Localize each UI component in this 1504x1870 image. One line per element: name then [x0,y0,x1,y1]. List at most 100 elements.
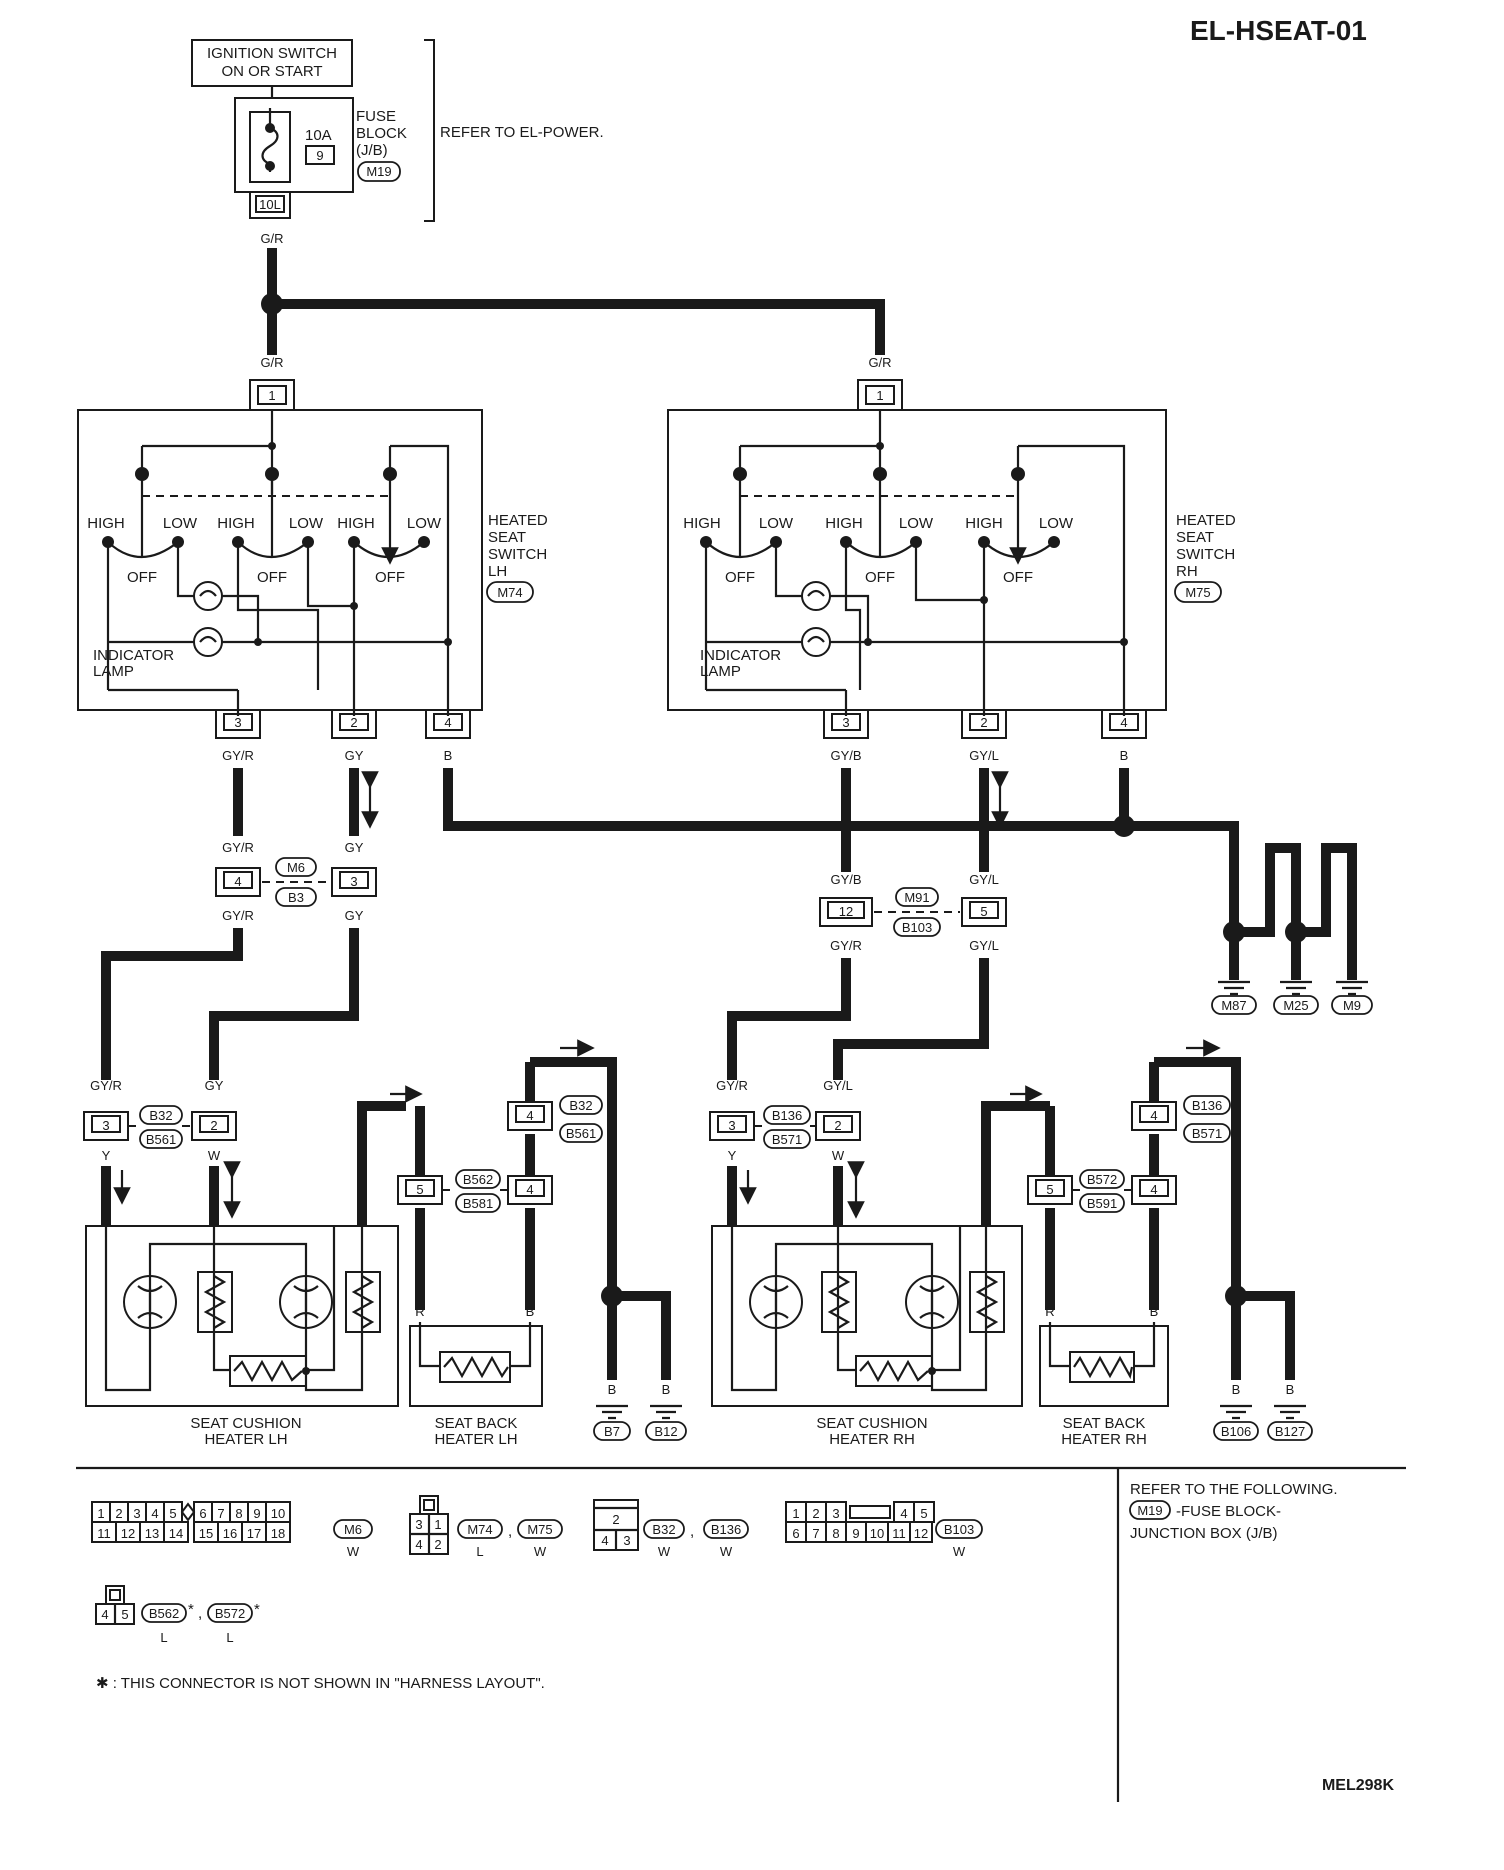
svg-text:5: 5 [1046,1182,1053,1197]
connector-pin-label: 9 [852,1526,859,1541]
svg-text:B: B [526,1304,535,1319]
svg-text:R: R [357,1148,366,1163]
svg-text:LOW: LOW [1039,515,1074,532]
svg-text:B: B [662,1382,671,1397]
fuse-amp: 10A [305,127,332,144]
svg-text:4: 4 [601,1533,608,1548]
svg-text:3: 3 [102,1118,109,1133]
svg-text:JUNCTION BOX (J/B): JUNCTION BOX (J/B) [1130,1525,1278,1542]
connector-view-b32-b136: 2 4 3 [593,1499,639,1551]
connector-pin-label: 1 [97,1506,104,1521]
svg-text:R: R [1045,1212,1054,1227]
svg-text:SEAT CUSHION: SEAT CUSHION [816,1415,927,1432]
connector-pin-label: 4 [151,1506,158,1521]
svg-text:3: 3 [234,715,241,730]
connector-pin-label: 10 [870,1526,884,1541]
connector-pin-label: 3 [832,1506,839,1521]
svg-text:FUSE: FUSE [356,108,396,125]
svg-text:L: L [160,1630,167,1645]
svg-text:3: 3 [842,715,849,730]
connector-pin-label: 2 [115,1506,122,1521]
svg-text:W: W [832,1148,845,1163]
fuse-block-connector: M19 [366,164,391,179]
connector-m91-b103: GY/B GY/L 12 5 M91 B103 GY/R GY/L [819,872,1007,953]
svg-text:B571: B571 [772,1132,802,1147]
svg-text:M91: M91 [904,890,929,905]
svg-text:M74: M74 [467,1522,492,1537]
svg-text:OFF: OFF [127,569,157,586]
svg-text:OFF: OFF [375,569,405,586]
connector-lock-tab [180,1502,196,1522]
svg-text:LOW: LOW [899,515,934,532]
connector-lock-tab [849,1505,891,1519]
svg-text:B: B [526,1212,535,1227]
svg-text:4: 4 [415,1537,422,1552]
connector-pin-label: 7 [812,1526,819,1541]
svg-text:W: W [953,1544,966,1559]
svg-text:RH: RH [1176,563,1198,580]
svg-text:2: 2 [980,715,987,730]
connector-pin-label: 7 [217,1506,224,1521]
refer-el-power: REFER TO EL-POWER. [440,124,604,141]
svg-text:GY/L: GY/L [969,872,999,887]
svg-text:B: B [1150,1304,1159,1319]
svg-text:4: 4 [526,1182,533,1197]
svg-text:,: , [508,1523,512,1540]
svg-text:B136: B136 [772,1108,802,1123]
svg-text:GY: GY [345,908,364,923]
svg-text:OFF: OFF [1003,569,1033,586]
svg-text:B: B [608,1382,617,1397]
indicator-lamp-icon [801,627,831,657]
svg-text:LOW: LOW [759,515,794,532]
svg-text:B572: B572 [1087,1172,1117,1187]
svg-text:4: 4 [1120,715,1127,730]
svg-text:HEATER LH: HEATER LH [204,1431,287,1448]
svg-text:GY/R: GY/R [90,1078,122,1093]
connector-pin-label: 2 [812,1506,819,1521]
svg-text:B: B [1292,880,1301,895]
svg-text:LAMP: LAMP [93,663,134,680]
connector-pin-label: 8 [832,1526,839,1541]
svg-text:W: W [208,1148,221,1163]
svg-text:B: B [1120,748,1129,763]
svg-text:ON OR START: ON OR START [221,63,322,80]
svg-text:B581: B581 [463,1196,493,1211]
svg-text:GY/R: GY/R [716,1078,748,1093]
diagram-title: EL-HSEAT-01 [1190,15,1367,46]
svg-text:GY/R: GY/R [222,840,254,855]
svg-text:M25: M25 [1283,998,1308,1013]
svg-text:*: * [254,1601,260,1618]
svg-text:B: B [1230,880,1239,895]
svg-text:SWITCH: SWITCH [488,546,547,563]
indicator-lamp-icon [193,581,223,611]
svg-text:2: 2 [350,715,357,730]
svg-text:BLOCK: BLOCK [356,125,407,142]
svg-text:B562: B562 [463,1172,493,1187]
connector-pin-label: 14 [169,1526,183,1541]
svg-text:HIGH: HIGH [683,515,721,532]
svg-text:,: , [198,1605,202,1622]
diagram-code: MEL298K [1322,1777,1394,1794]
svg-text:LOW: LOW [289,515,324,532]
svg-text:B12: B12 [654,1424,677,1439]
svg-text:B103: B103 [944,1522,974,1537]
connector-pin-label: 10 [271,1506,285,1521]
svg-text:4: 4 [444,715,451,730]
connector-pin-label: 18 [271,1526,285,1541]
svg-text:LOW: LOW [163,515,198,532]
svg-text:L: L [476,1544,483,1559]
connector-pin-label: 6 [199,1506,206,1521]
svg-text:2: 2 [612,1512,619,1527]
svg-text:B: B [1286,1382,1295,1397]
svg-text:HEATED: HEATED [1176,512,1236,529]
svg-text:SWITCH: SWITCH [1176,546,1235,563]
svg-text:B591: B591 [1087,1196,1117,1211]
svg-text:B: B [1322,880,1331,895]
svg-text:B3: B3 [288,890,304,905]
svg-text:SEAT BACK: SEAT BACK [1063,1415,1146,1432]
svg-text:B: B [1232,1382,1241,1397]
svg-text:G/R: G/R [260,355,283,370]
seat-heater-rh-group: GY/R GY/L 3 2 B136 B571 Y W R SEAT CUS [709,1039,1313,1448]
fuse-block: 10A 9 [234,97,354,193]
connector-pin-label: 16 [223,1526,237,1541]
